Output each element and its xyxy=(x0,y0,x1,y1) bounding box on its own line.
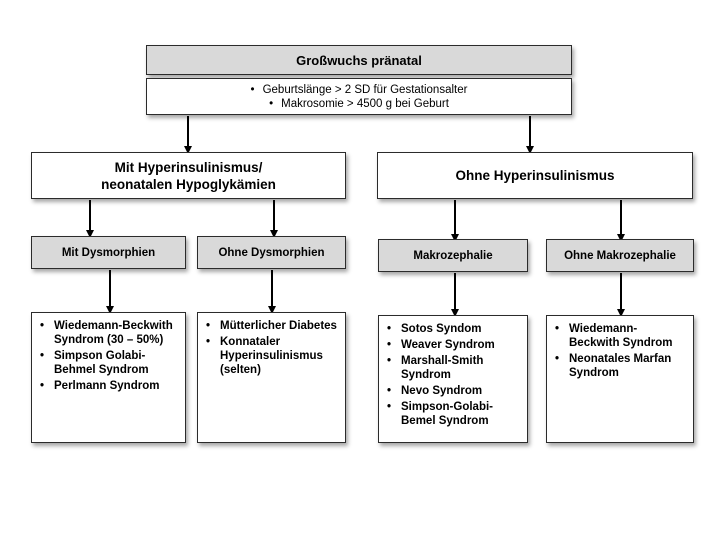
list-item: Weaver Syndrom xyxy=(387,338,521,352)
nomakro-box: Ohne Makrozephalie xyxy=(546,239,694,272)
list-item: Nevo Syndrom xyxy=(387,384,521,398)
list-item: Mütterlicher Diabetes xyxy=(206,319,339,333)
left-branch-box: Mit Hyperinsulinismus/ neonatalen Hypogl… xyxy=(31,152,346,199)
dysmorph-label: Mit Dysmorphien xyxy=(61,246,156,259)
dysmorph-box: Mit Dysmorphien xyxy=(31,236,186,269)
root-title: Großwuchs pränatal xyxy=(296,52,422,68)
left-branch-title-line2: neonatalen Hypoglykämien xyxy=(101,176,276,192)
list-item: Neonatales Marfan Syndrom xyxy=(555,352,687,380)
list-item: Konnataler Hyperinsulinismus (selten) xyxy=(206,335,339,377)
makro-list-box: Sotos Syndom Weaver Syndrom Marshall-Smi… xyxy=(378,315,528,443)
dysmorph-list-box: Wiedemann-Beckwith Syndrom (30 – 50%) Si… xyxy=(31,312,186,443)
makro-box: Makrozephalie xyxy=(378,239,528,272)
criteria-item: Makrosomie > 4500 g bei Geburt xyxy=(147,97,571,111)
list-item: Wiedemann-Beckwith Syndrom xyxy=(555,322,687,350)
nomakro-label: Ohne Makrozephalie xyxy=(564,249,676,262)
list-item: Simpson-Golabi-Bemel Syndrom xyxy=(387,400,521,428)
criteria-item: Geburtslänge > 2 SD für Gestationsalter xyxy=(147,83,571,97)
nomakro-list-box: Wiedemann-Beckwith Syndrom Neonatales Ma… xyxy=(546,315,694,443)
right-branch-box: Ohne Hyperinsulinismus xyxy=(377,152,693,199)
nodysmorph-list-box: Mütterlicher Diabetes Konnataler Hyperin… xyxy=(197,312,346,443)
nodysmorph-box: Ohne Dysmorphien xyxy=(197,236,346,269)
makro-label: Makrozephalie xyxy=(413,249,493,262)
nodysmorph-label: Ohne Dysmorphien xyxy=(218,246,325,259)
root-title-box: Großwuchs pränatal xyxy=(146,45,572,75)
list-item: Wiedemann-Beckwith Syndrom (30 – 50%) xyxy=(40,319,179,347)
list-item: Sotos Syndom xyxy=(387,322,521,336)
right-branch-title: Ohne Hyperinsulinismus xyxy=(455,168,615,183)
root-criteria-box: Geburtslänge > 2 SD für Gestationsalter … xyxy=(146,78,572,115)
list-item: Simpson Golabi-Behmel Syndrom xyxy=(40,349,179,377)
list-item: Marshall-Smith Syndrom xyxy=(387,354,521,382)
left-branch-title-line1: Mit Hyperinsulinismus/ xyxy=(114,159,263,175)
list-item: Perlmann Syndrom xyxy=(40,379,179,393)
